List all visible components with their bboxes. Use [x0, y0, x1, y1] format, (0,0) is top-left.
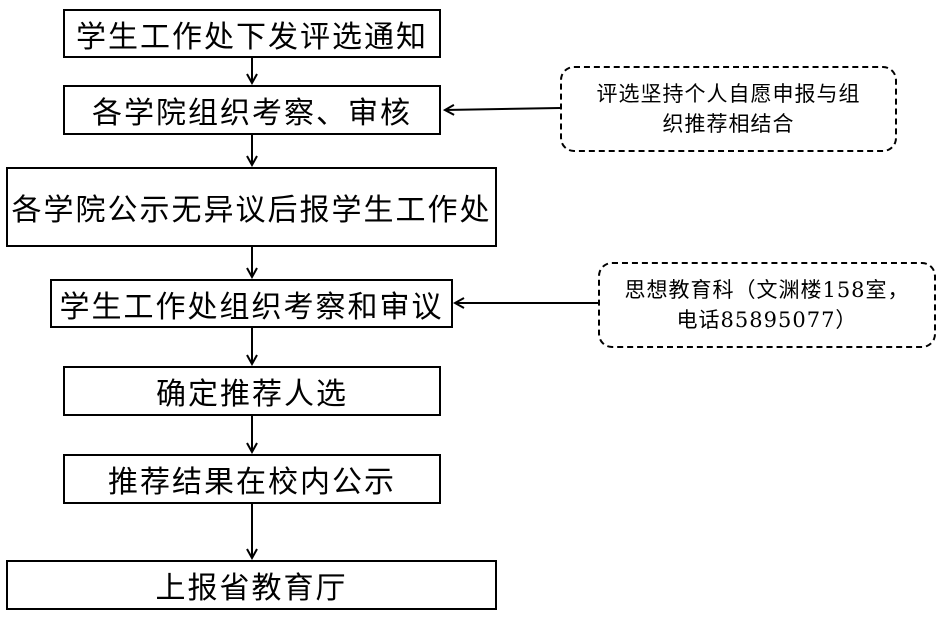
flow-step-college-review: 各学院组织考察、审核 — [63, 85, 441, 135]
note-contact-office: 思想教育科（文渊楼158室， 电话85895077） — [598, 262, 936, 348]
note-contact-office-line2: 电话85895077） — [676, 308, 858, 332]
arrow-note1-to-step2 — [445, 108, 561, 110]
flow-step-campus-publicity: 推荐结果在校内公示 — [63, 454, 441, 504]
note-contact-office-line1: 思想教育科（文渊楼158室， — [624, 278, 910, 302]
flow-step-college-publicity: 各学院公示无异议后报学生工作处 — [6, 167, 497, 247]
flow-step-office-review: 学生工作处组织考察和审议 — [50, 279, 453, 328]
note-self-application-line1: 评选坚持个人自愿申报与组 — [596, 82, 861, 106]
flow-step-report-province: 上报省教育厅 — [6, 560, 497, 610]
flow-step-confirm-candidates: 确定推荐人选 — [63, 366, 441, 416]
note-self-application-line2: 织推荐相结合 — [662, 112, 795, 136]
flow-step-notice: 学生工作处下发评选通知 — [63, 9, 441, 58]
note-self-application: 评选坚持个人自愿申报与组 织推荐相结合 — [560, 66, 897, 152]
